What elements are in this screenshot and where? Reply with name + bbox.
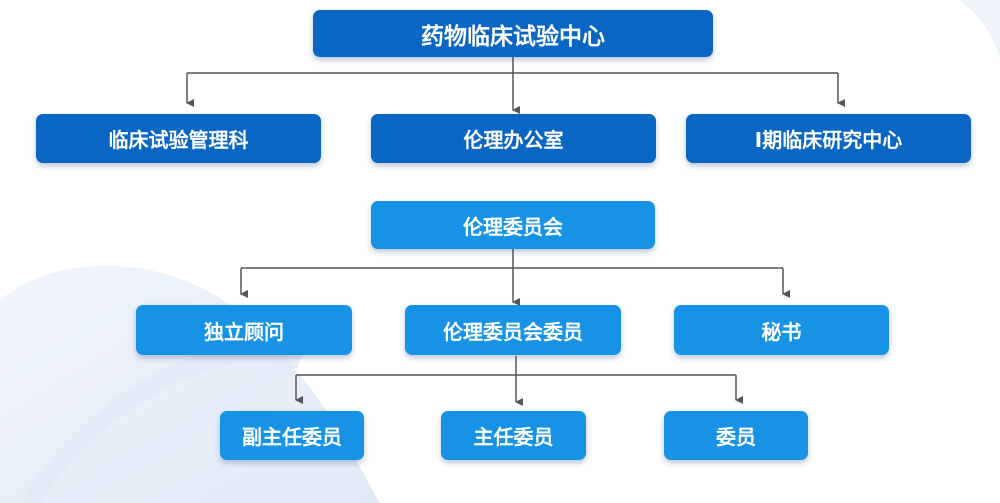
root-node: 药物临床试验中心	[313, 10, 713, 57]
node-ethics-committee: 伦理委员会	[371, 201, 655, 249]
node-independent-advisor: 独立顾问	[136, 305, 352, 355]
node-ethics-office: 伦理办公室	[371, 114, 656, 163]
node-phase1-research-center: I期临床研究中心	[686, 114, 971, 163]
node-chair: 主任委员	[441, 411, 586, 460]
node-secretary: 秘书	[674, 305, 889, 355]
node-committee-members: 伦理委员会委员	[405, 305, 621, 355]
node-vice-chair: 副主任委员	[220, 411, 364, 460]
node-clinical-trial-management: 临床试验管理科	[36, 114, 321, 163]
node-member: 委员	[664, 411, 808, 460]
